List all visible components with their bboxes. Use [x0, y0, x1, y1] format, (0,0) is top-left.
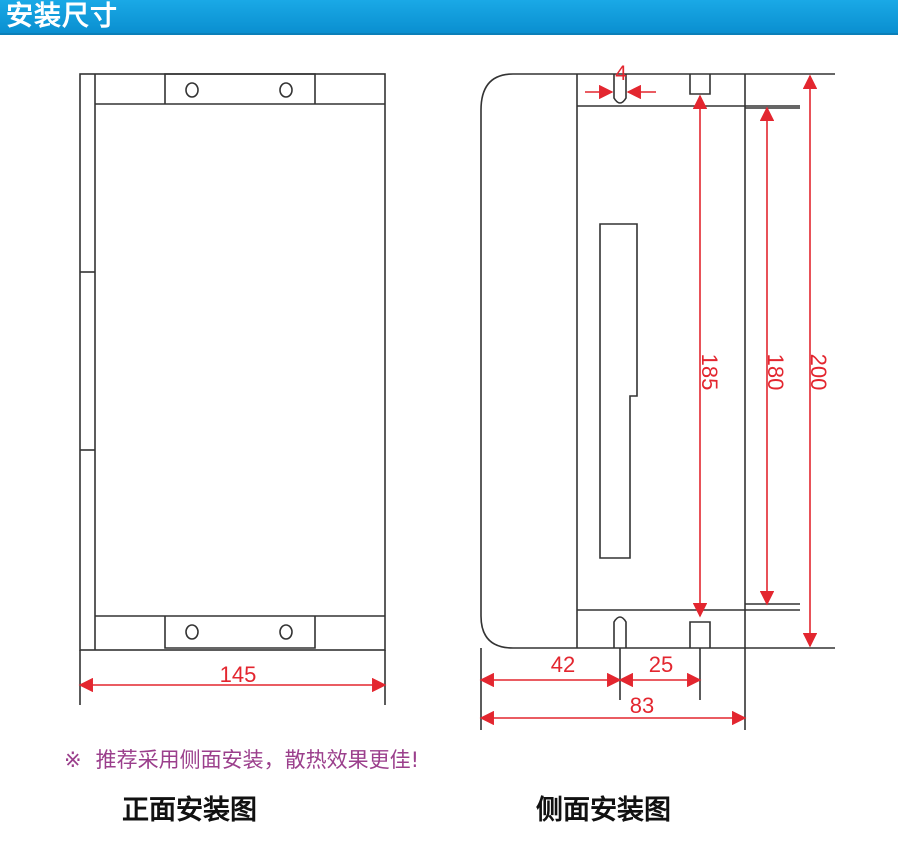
caption-front-view: 正面安装图 — [122, 795, 257, 826]
dim-145-label: 145 — [220, 662, 257, 687]
side-dimensions — [479, 74, 818, 726]
dim-42-label: 42 — [551, 652, 575, 677]
note-text: 推荐采用侧面安装，散热效果更佳! — [95, 748, 420, 772]
note-mark: ※ — [64, 748, 82, 772]
front-top-hole-right — [279, 82, 293, 98]
dim-4-label: 4 — [615, 62, 627, 85]
side-connector-window — [599, 223, 638, 559]
side-bottom-slot — [613, 616, 627, 648]
front-top-hole-left — [185, 82, 199, 98]
side-heatsink-profile — [480, 73, 577, 649]
side-view — [480, 73, 835, 730]
dim-200-label: 200 — [806, 354, 831, 391]
header-bar: 安装尺寸 — [0, 0, 898, 35]
dim-185-label: 185 — [697, 354, 722, 391]
front-bottom-hole-left — [185, 624, 199, 640]
header-title: 安装尺寸 — [6, 1, 118, 32]
front-bottom-flange — [164, 616, 316, 649]
dim-25-label: 25 — [649, 652, 673, 677]
side-dimension-labels: 4 185 180 200 42 25 83 — [551, 62, 831, 718]
mounting-note: ※ 推荐采用侧面安装，散热效果更佳! — [64, 744, 419, 774]
front-body — [79, 73, 386, 651]
caption-side-view: 侧面安装图 — [536, 795, 671, 826]
dim-180-label: 180 — [763, 354, 788, 391]
front-bottom-hole-right — [279, 624, 293, 640]
side-top-slot — [613, 74, 627, 104]
front-top-flange — [164, 73, 316, 104]
front-width-dimension: 145 — [78, 662, 387, 693]
dim-83-label: 83 — [630, 693, 654, 718]
front-view — [79, 73, 386, 705]
